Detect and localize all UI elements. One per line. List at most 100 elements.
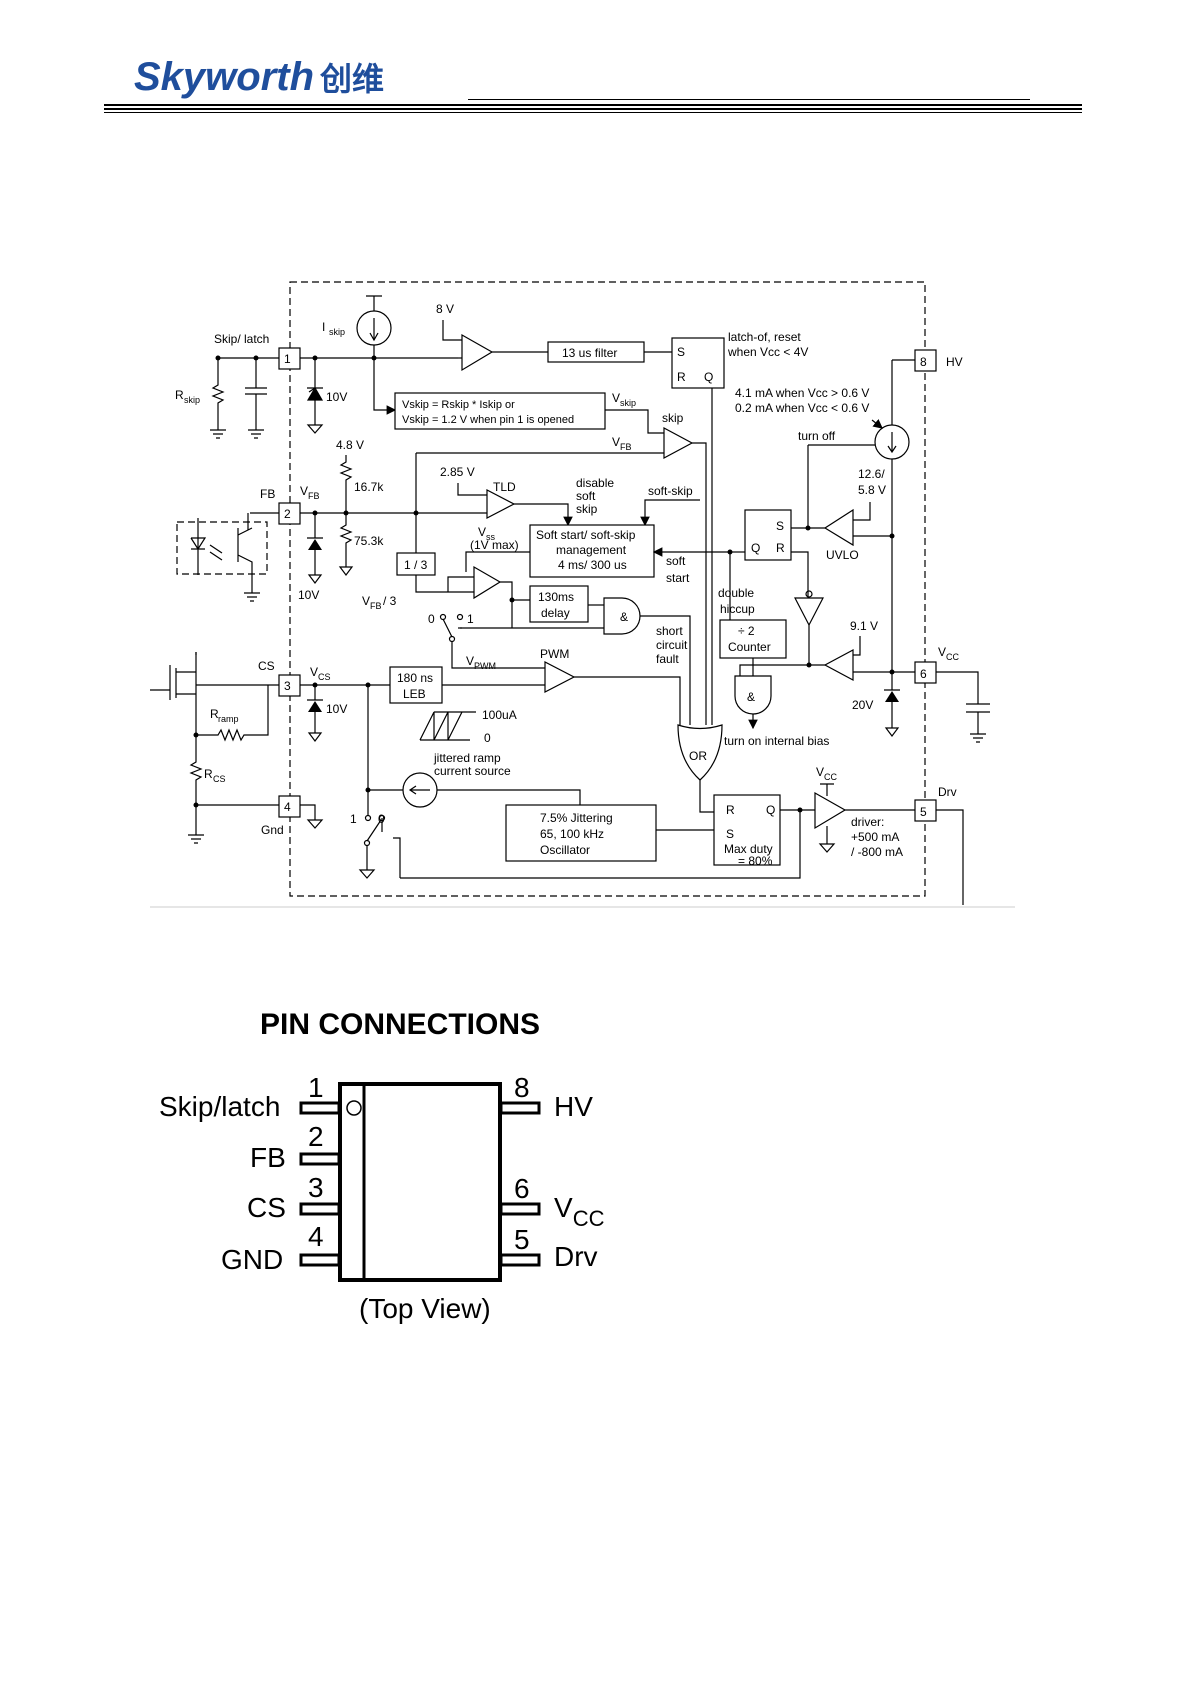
uvlo-latch	[744, 509, 792, 561]
svg-text:75.3k: 75.3k	[354, 534, 384, 548]
svg-text:0.2 mA when Vcc < 0.6 V: 0.2 mA when Vcc < 0.6 V	[735, 401, 869, 415]
svg-text:R: R	[210, 707, 219, 721]
pin-num-4: 4	[284, 800, 291, 814]
svg-text:CC: CC	[824, 772, 837, 782]
svg-text:skip: skip	[184, 395, 200, 405]
label-gnd: Gnd	[261, 823, 284, 837]
svg-text:LEB: LEB	[403, 687, 426, 701]
svg-text:4.8 V: 4.8 V	[336, 438, 364, 452]
header-rule-2	[104, 108, 1082, 110]
svg-text:&: &	[747, 690, 755, 704]
svg-text:V: V	[300, 484, 308, 498]
label-zener-10v-1: 10V	[326, 390, 347, 404]
label-hv: HV	[946, 355, 963, 369]
pin-number-1: 1	[308, 1072, 324, 1103]
svg-text:circuit: circuit	[656, 638, 688, 652]
oscillator	[505, 804, 657, 862]
svg-text:V: V	[612, 391, 620, 405]
label-drv: Drv	[938, 785, 957, 799]
svg-text:Oscillator: Oscillator	[540, 843, 590, 857]
pin-number-3: 3	[308, 1172, 324, 1203]
comparator-uvlo	[823, 508, 854, 547]
svg-text:180 ns: 180 ns	[397, 671, 433, 685]
svg-text:10V: 10V	[298, 588, 319, 602]
pin-number-5: 5	[514, 1224, 530, 1255]
svg-text:0: 0	[428, 612, 435, 626]
svg-text:65, 100 kHz: 65, 100 kHz	[540, 827, 604, 841]
comparator-8v	[461, 333, 494, 372]
and-gate-2	[734, 675, 772, 715]
driver-buffer	[814, 791, 847, 830]
svg-text:0: 0	[484, 731, 491, 745]
ic-boundary	[289, 281, 926, 897]
pin-stub-8	[499, 1101, 541, 1115]
svg-text:1: 1	[467, 612, 474, 626]
svg-text:/ -800 mA: / -800 mA	[851, 845, 903, 859]
svg-text:V: V	[310, 665, 318, 679]
svg-text:PWM: PWM	[474, 661, 496, 671]
pin-num-6: 6	[920, 667, 927, 681]
label-rskip: R	[175, 388, 184, 402]
pin-num-5: 5	[920, 805, 927, 819]
pin-num-1: 1	[284, 352, 291, 366]
svg-text:skip: skip	[620, 398, 636, 408]
svg-text:CS: CS	[213, 774, 226, 784]
svg-text:FB: FB	[308, 491, 320, 501]
comparator-pwm	[544, 661, 576, 693]
or-gate	[677, 724, 723, 781]
svg-text:driver:: driver:	[851, 815, 884, 829]
label-fb: FB	[260, 487, 275, 501]
comparator-skip	[663, 426, 694, 460]
svg-text:soft-skip: soft-skip	[648, 484, 693, 498]
svg-text:FB: FB	[370, 601, 382, 611]
pin-stub-1	[299, 1101, 341, 1115]
pin-name-8: HV	[554, 1091, 593, 1122]
label-cs: CS	[258, 659, 275, 673]
svg-text:skip: skip	[576, 502, 598, 516]
pin-num-2: 2	[284, 507, 291, 521]
svg-text:Q: Q	[704, 370, 713, 384]
svg-text:jittered ramp: jittered ramp	[433, 751, 501, 765]
header-rule-short	[468, 99, 1030, 100]
delay-130ms	[529, 585, 589, 623]
leb-180ns	[389, 666, 443, 704]
svg-text:current source: current source	[434, 764, 511, 778]
svg-text:4.1 mA when Vcc > 0.6 V: 4.1 mA when Vcc > 0.6 V	[735, 386, 869, 400]
pin-name-4: GND	[221, 1244, 283, 1275]
svg-text:20V: 20V	[852, 698, 873, 712]
svg-text:delay: delay	[541, 606, 570, 620]
latch-sr	[671, 337, 725, 389]
block-diagram: Skip/ latch 1 R skip 10V I skip 8 V	[150, 281, 1015, 908]
svg-text:skip: skip	[662, 411, 684, 425]
svg-text:skip: skip	[329, 327, 345, 337]
svg-text:(1V max): (1V max)	[470, 538, 519, 552]
pin-box-4	[278, 795, 301, 818]
pin-number-4: 4	[308, 1221, 324, 1252]
header-rule-1	[104, 104, 1082, 106]
svg-text:100uA: 100uA	[482, 708, 517, 722]
svg-text:fault: fault	[656, 652, 679, 666]
pin-name-6: VCC	[554, 1192, 605, 1231]
vskip-equation-box	[394, 392, 606, 430]
svg-text:V: V	[466, 654, 474, 668]
pin-connections-title: PIN CONNECTIONS	[260, 1008, 540, 1041]
svg-text:disable: disable	[576, 476, 614, 490]
pin-name-3: CS	[247, 1192, 286, 1223]
pin-num-8: 8	[920, 355, 927, 369]
svg-text:hiccup: hiccup	[720, 602, 755, 616]
svg-text:16.7k: 16.7k	[354, 480, 384, 494]
svg-text:V: V	[612, 435, 620, 449]
svg-text:Vskip = 1.2 V when pin 1 is op: Vskip = 1.2 V when pin 1 is opened	[402, 414, 574, 426]
inverter	[794, 597, 824, 627]
svg-text:R: R	[726, 803, 735, 817]
svg-text:4 ms/ 300 us: 4 ms/ 300 us	[558, 558, 627, 572]
svg-text:ramp: ramp	[218, 714, 239, 724]
pin-stub-3	[299, 1202, 341, 1216]
svg-text:+500 mA: +500 mA	[851, 830, 899, 844]
svg-text:soft: soft	[666, 554, 686, 568]
pin-name-2: FB	[250, 1142, 286, 1173]
pin-stub-4	[299, 1253, 341, 1267]
optocoupler	[176, 521, 268, 575]
svg-text:ss: ss	[486, 532, 496, 542]
